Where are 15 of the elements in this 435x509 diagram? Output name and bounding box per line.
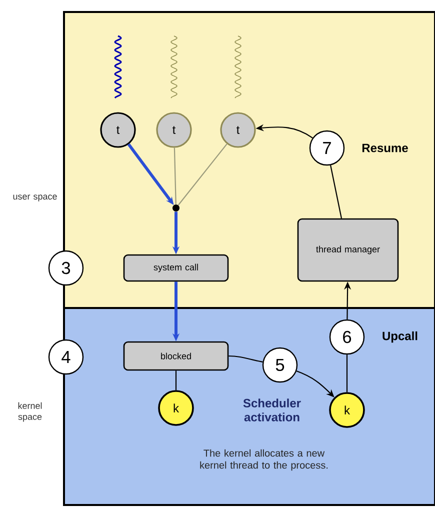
step-label: Resume [362,144,408,152]
process-box: system call [123,254,229,282]
caption-heading: Scheduler activation [243,398,301,422]
step-label: Upcall [382,331,418,343]
step-number: 6 [329,319,365,355]
junction-dot [172,204,180,212]
step-number: 4 [48,339,84,375]
process-box: thread manager [297,218,399,282]
step-number: 5 [262,347,298,383]
step-number: 7 [309,130,345,166]
caption-text: The kernel allocates a new kernel thread to the process. [200,449,328,471]
step-number: 3 [48,250,84,286]
region-label: user space [13,194,57,202]
process-box: blocked [123,341,229,371]
region-label: kernel space [18,402,42,422]
